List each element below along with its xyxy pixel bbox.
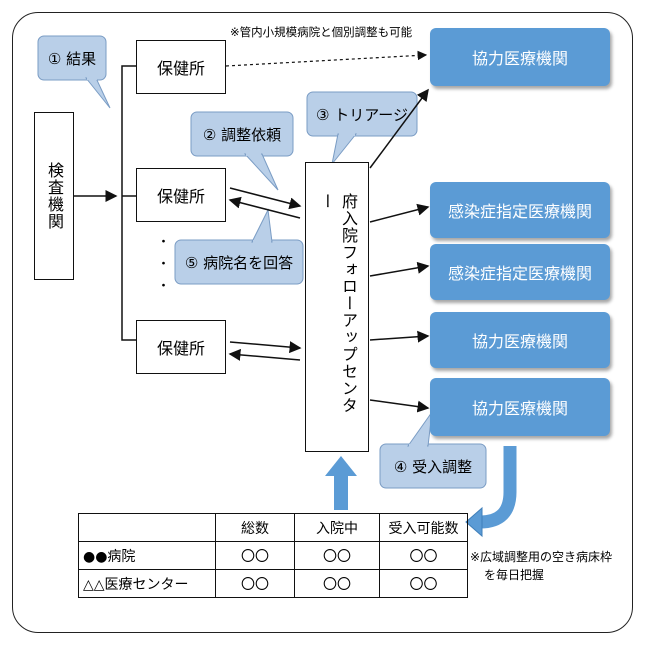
health-center-1-label: 保健所 xyxy=(156,59,205,78)
callout-accept-bubble xyxy=(379,411,487,489)
hospital-4-label: 協力医療機関 xyxy=(471,332,568,351)
request-arrow-2 xyxy=(229,341,302,354)
table-cell: ●●病院 xyxy=(78,541,216,570)
table-header-cell: 入院中 xyxy=(294,513,380,542)
bed-availability-table: 総数 入院中 受入可能数 ●●病院 〇〇 〇〇 〇〇 △△医療センター 〇〇 〇… xyxy=(78,513,468,598)
callout-results-bubble xyxy=(37,35,111,109)
table-cell: 〇〇 xyxy=(379,569,468,598)
callout-answer-text: ⑤ 病院名を回答 xyxy=(184,253,294,272)
reply-arrow-2 xyxy=(228,348,301,361)
health-center-3-label: 保健所 xyxy=(156,339,205,358)
table-row: △△医療センター 〇〇 〇〇 〇〇 xyxy=(78,569,468,598)
hospital-arrow-2 xyxy=(369,203,430,223)
hospital-arrow-3 xyxy=(369,261,430,277)
callout-answer-bubble xyxy=(174,208,304,285)
lab-label: 検査機関 xyxy=(45,162,64,230)
lab-box: 検査機関 xyxy=(34,112,74,280)
callout-triage-bubble xyxy=(306,91,418,165)
table-cell: 〇〇 xyxy=(379,541,468,570)
table-cell: 〇〇 xyxy=(294,569,380,598)
table-header-row: 総数 入院中 受入可能数 xyxy=(78,513,468,542)
hospital-2-label: 感染症指定医療機関 xyxy=(447,202,592,221)
request-arrow xyxy=(229,187,302,210)
follow-up-center-label: 府入院フォローアップセンター xyxy=(317,193,358,414)
hospital-arrow-4 xyxy=(369,330,430,343)
hospital-arrow-5 xyxy=(369,399,430,413)
callout-request-text: ② 調整依頼 xyxy=(202,125,282,144)
table-header-cell: 総数 xyxy=(215,513,295,542)
health-center-3: 保健所 xyxy=(136,320,226,374)
hospital-1: 協力医療機関 xyxy=(430,28,610,86)
hospital-5-label: 協力医療機関 xyxy=(471,399,568,418)
note-small-hospitals: ※管内小規模病院と個別調整も可能 xyxy=(230,25,413,39)
bracket xyxy=(121,65,138,341)
table-row: ●●病院 〇〇 〇〇 〇〇 xyxy=(78,541,468,570)
health-center-2-label: 保健所 xyxy=(156,187,205,206)
callout-accept-text: ④ 受入調整 xyxy=(393,457,473,476)
health-center-2: 保健所 xyxy=(136,168,226,222)
table-cell: 〇〇 xyxy=(215,541,295,570)
hospital-3: 感染症指定医療機関 xyxy=(430,244,610,300)
hospital-5: 協力医療機関 xyxy=(430,378,610,436)
table-cell: 〇〇 xyxy=(215,569,295,598)
table-cell: 〇〇 xyxy=(294,541,380,570)
health-center-1: 保健所 xyxy=(136,40,226,94)
note-beds-line1: ※広域調整用の空き病床枠 xyxy=(470,550,613,564)
ellipsis-dots: ・ ・ ・ xyxy=(157,235,171,294)
follow-up-center-box: 府入院フォローアップセンター xyxy=(305,162,369,452)
hospital-2: 感染症指定医療機関 xyxy=(430,182,610,238)
callout-results-text: ① 結果 xyxy=(47,49,97,68)
hospital-3-label: 感染症指定医療機関 xyxy=(447,264,592,283)
table-cell: △△医療センター xyxy=(78,569,216,598)
callout-request-bubble xyxy=(190,111,294,191)
hospital-4: 協力医療機関 xyxy=(430,312,610,368)
dashed-arrow xyxy=(225,50,428,67)
table-header-cell: 受入可能数 xyxy=(379,513,468,542)
hospital-arrow-1 xyxy=(369,88,429,169)
hospital-1-label: 協力医療機関 xyxy=(471,49,568,68)
reply-arrow xyxy=(228,196,301,219)
table-header-cell xyxy=(78,513,216,542)
table-to-center-arrow xyxy=(334,474,348,510)
note-beds-line2: を毎日把握 xyxy=(484,568,545,582)
callout-triage-text: ③ トリアージ xyxy=(315,105,409,124)
